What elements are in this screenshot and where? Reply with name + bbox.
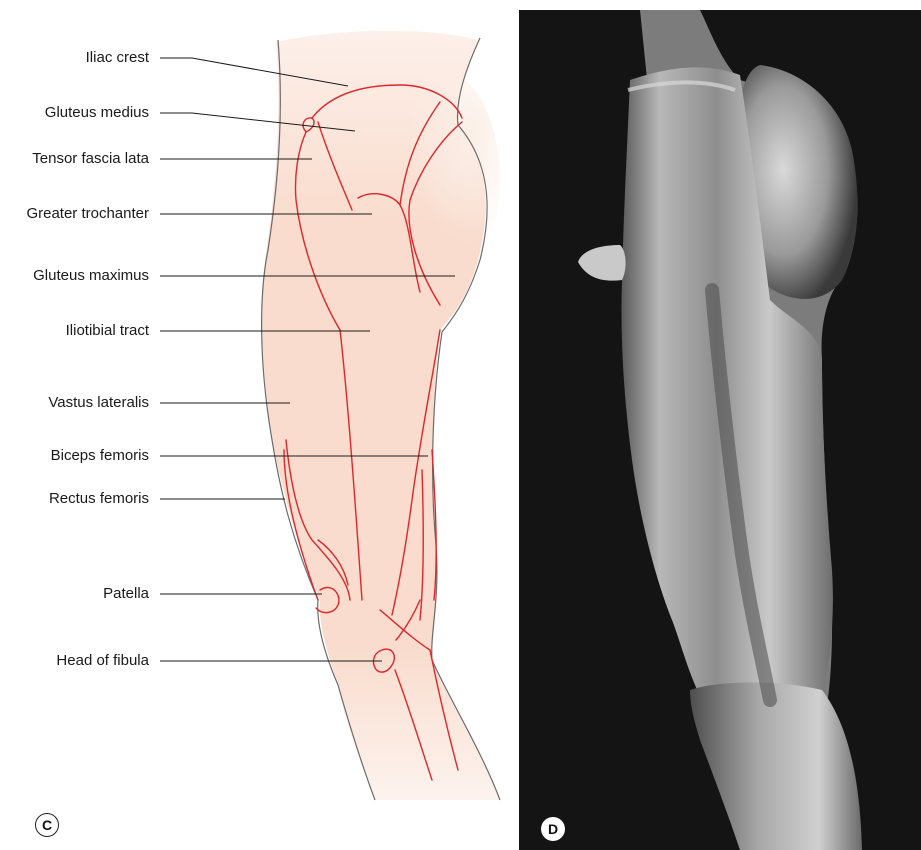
label-gluteus-maximus: Gluteus maximus bbox=[33, 267, 149, 284]
label-iliotibial-tract: Iliotibial tract bbox=[66, 322, 149, 339]
label-vastus-lateralis: Vastus lateralis bbox=[48, 394, 149, 411]
panel-c-badge: C bbox=[35, 813, 59, 837]
panel-c-illustration bbox=[160, 31, 500, 800]
label-gluteus-medius: Gluteus medius bbox=[45, 104, 149, 121]
label-patella: Patella bbox=[103, 585, 149, 602]
label-rectus-femoris: Rectus femoris bbox=[49, 490, 149, 507]
panel-d-photo bbox=[519, 10, 921, 850]
label-biceps-femoris: Biceps femoris bbox=[51, 447, 149, 464]
label-greater-trochanter: Greater trochanter bbox=[26, 205, 149, 222]
label-head-of-fibula: Head of fibula bbox=[56, 652, 149, 669]
label-tensor-fascia-lata: Tensor fascia lata bbox=[32, 150, 149, 167]
label-iliac-crest: Iliac crest bbox=[86, 49, 149, 66]
panel-d-badge: D bbox=[541, 817, 565, 841]
